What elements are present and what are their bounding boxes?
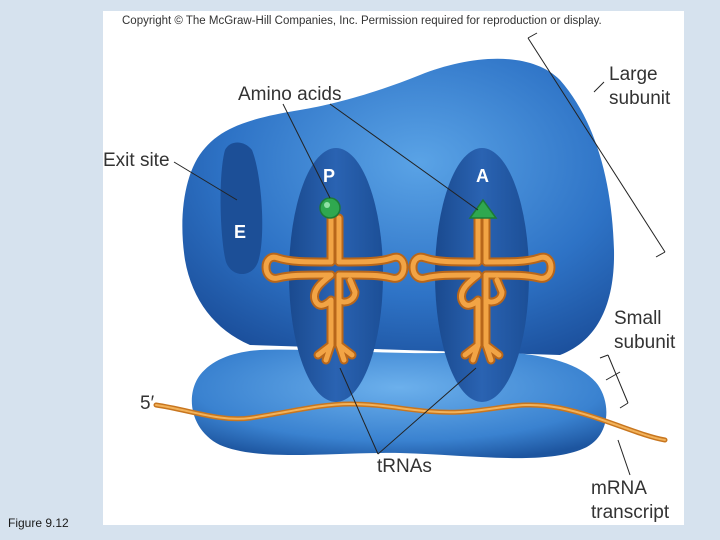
mrna-label-line1: mRNA <box>591 478 647 499</box>
large-subunit-label-line1: Large <box>609 64 658 85</box>
exit-site-label: Exit site <box>103 150 170 171</box>
trnas-label: tRNAs <box>377 456 432 477</box>
amino-acids-label: Amino acids <box>238 84 342 105</box>
large-subunit-label-line2: subunit <box>609 88 671 109</box>
small-subunit-label-line2: subunit <box>614 332 676 353</box>
small-subunit-label-line1: Small <box>614 308 662 329</box>
leader-lines <box>173 32 666 476</box>
trna-p-site <box>261 213 409 365</box>
amino-acid-p <box>319 197 341 219</box>
site-a-letter: A <box>476 166 489 186</box>
mrna-label-line2: transcript <box>591 502 670 523</box>
figure-caption: Figure 9.12 <box>8 516 69 530</box>
site-p-letter: P <box>323 166 335 186</box>
five-prime-label: 5′ <box>140 393 155 414</box>
trna-a-site <box>408 213 556 365</box>
exit-site-groove <box>220 142 263 274</box>
copyright-text: Copyright © The McGraw-Hill Companies, I… <box>122 15 602 27</box>
site-e-letter: E <box>234 222 246 242</box>
